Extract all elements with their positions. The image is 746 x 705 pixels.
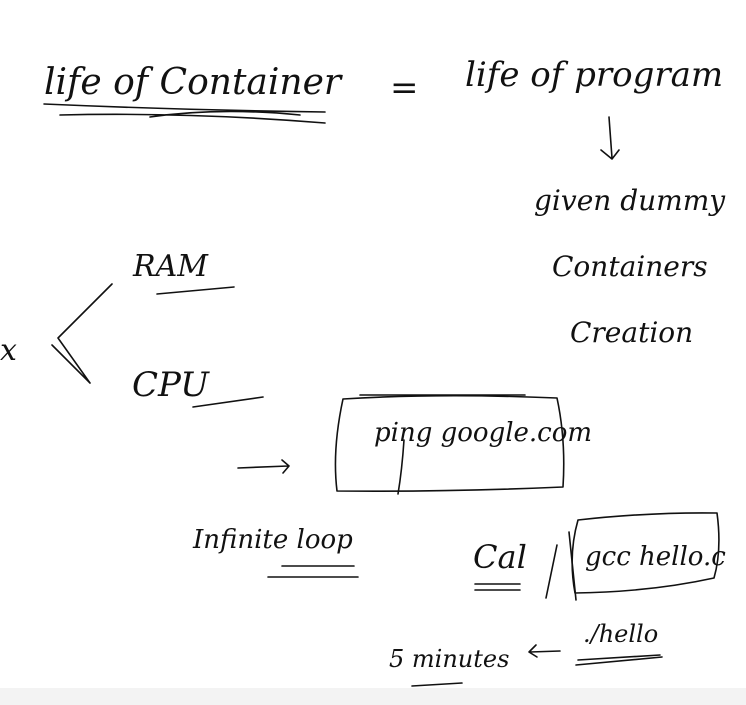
cal-underline: [474, 583, 521, 591]
cpu-underline: [192, 396, 264, 408]
equals-sign: =: [390, 68, 419, 108]
left-arrow: [528, 644, 561, 658]
containers-text: Containers: [552, 250, 708, 283]
five-minutes-underline: [411, 682, 463, 687]
hello-run-underline: [575, 654, 663, 666]
ram-label: RAM: [132, 249, 209, 284]
right-title: life of program: [465, 55, 723, 95]
cal-text: Cal: [473, 538, 527, 576]
ping-command: ping google.com: [374, 418, 592, 448]
creation-text: Creation: [570, 316, 693, 349]
ping-descender: [397, 439, 405, 495]
down-arrow: [600, 116, 620, 160]
hello-run-text: ./hello: [583, 620, 658, 648]
gcc-command: gcc hello.c: [585, 542, 726, 572]
left-title: life of Container: [44, 62, 343, 103]
gcc-box: [571, 512, 720, 594]
branch-lines: [51, 283, 113, 384]
infinite-loop-underline: [267, 565, 359, 578]
right-arrow: [237, 459, 290, 474]
branch-label: x: [0, 333, 17, 368]
bottom-strip: [0, 688, 746, 705]
infinite-loop-text: Infinite loop: [192, 525, 353, 555]
ram-underline: [156, 286, 235, 295]
given-dummy-text: given dummy: [534, 184, 726, 217]
left-title-underline: [43, 103, 326, 124]
cpu-label: CPU: [132, 365, 210, 405]
five-minutes-text: 5 minutes: [389, 645, 509, 673]
